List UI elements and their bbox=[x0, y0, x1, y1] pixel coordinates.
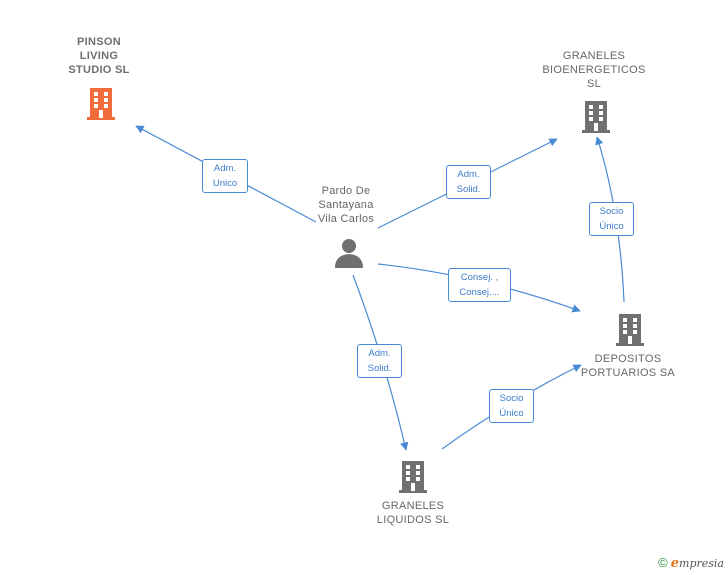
building-icon[interactable] bbox=[397, 459, 429, 493]
edge-label-adm-solid: Adm. Solid. bbox=[357, 344, 402, 378]
edge-label-adm-solid: Adm. Solid. bbox=[446, 165, 491, 199]
copyright-icon: © bbox=[658, 555, 668, 570]
node-label-person: Pardo De Santayana Vila Carlos bbox=[317, 185, 375, 225]
building-icon[interactable] bbox=[614, 312, 646, 346]
person-icon[interactable] bbox=[333, 238, 365, 268]
edge-label-adm-unico: Adm. Unico bbox=[202, 159, 248, 193]
footer-brand: ©empresia bbox=[658, 555, 724, 571]
edge-label-socio-unico: Socio Único bbox=[589, 202, 634, 236]
edge-label-socio-unico: Socio Único bbox=[489, 389, 534, 423]
edge-label-consej: Consej. , Consej.... bbox=[448, 268, 511, 302]
building-icon[interactable] bbox=[85, 86, 117, 120]
node-label-depositos: DEPOSITOS PORTUARIOS SA bbox=[580, 353, 676, 379]
building-icon[interactable] bbox=[580, 99, 612, 133]
node-label-graneles-bio: GRANELES BIOENERGETICOS SL bbox=[542, 50, 646, 90]
node-label-pinson: PINSON LIVING STUDIO SL bbox=[68, 36, 130, 76]
node-label-graneles-liq: GRANELES LIQUIDOS SL bbox=[376, 500, 450, 526]
brand-logo[interactable]: empresia bbox=[670, 556, 724, 571]
